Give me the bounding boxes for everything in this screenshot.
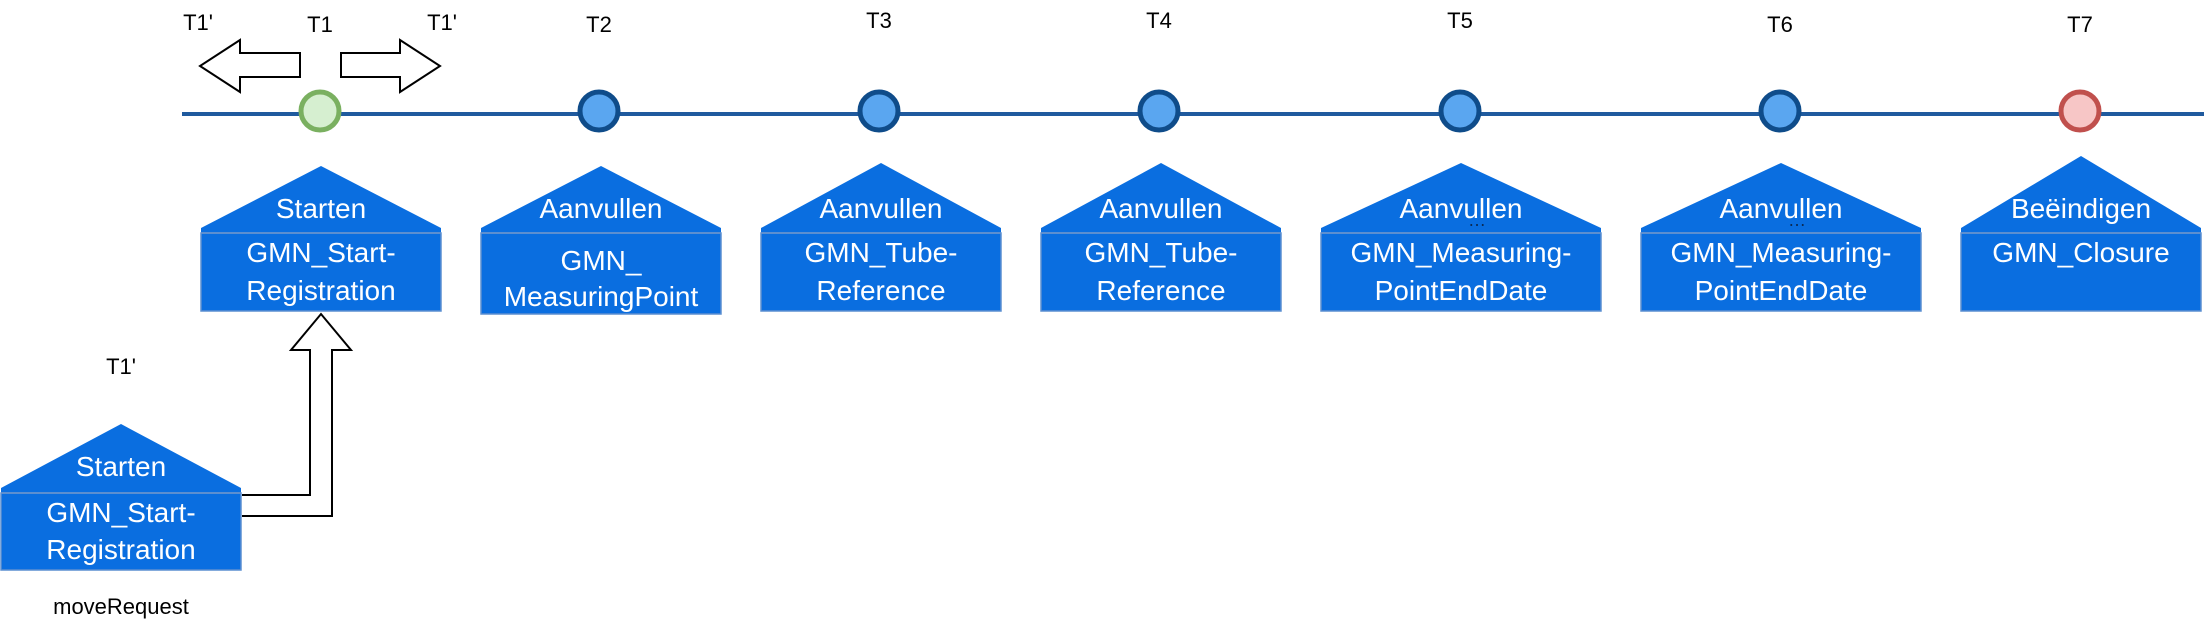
move-request-house-shape	[1, 424, 241, 570]
step-5-house-shape	[1321, 163, 1601, 311]
timeline-node-t7	[2058, 89, 2102, 133]
timeline-node-t6	[1758, 89, 1802, 133]
step-5-house-header: Aanvullen	[1400, 193, 1523, 224]
move-request-house-line-1: GMN_Start-	[46, 497, 195, 528]
step-2-house-header: Aanvullen	[540, 193, 663, 224]
timeline-label-t1: T1	[307, 12, 333, 37]
step-5-house-line-2: PointEndDate	[1375, 275, 1548, 306]
step-4-house-shape	[1041, 163, 1281, 311]
left-arrow-icon	[198, 38, 301, 94]
step-3-house-line-2: Reference	[816, 275, 945, 306]
step-7-house-header: Beëindigen	[2011, 193, 2151, 224]
step-4-house-body-border	[1040, 232, 1282, 312]
move-request-house-line-2: Registration	[46, 534, 195, 565]
step-6-house-shape	[1641, 163, 1921, 311]
step-3-house-body-border	[760, 232, 1002, 312]
step-6-house-ellipsis-icon: …	[1788, 210, 1806, 230]
right-arrow-icon	[340, 38, 442, 94]
step-5-house-line-1: GMN_Measuring-	[1351, 237, 1572, 268]
step-4-house-line-1: GMN_Tube-	[1084, 237, 1237, 268]
step-3-house-header: Aanvullen	[820, 193, 943, 224]
timeline-label-t4: T4	[1146, 8, 1172, 33]
step-7-house-line-1: GMN_Closure	[1992, 237, 2169, 268]
step-7-house-body-border	[1960, 232, 2202, 312]
step-5-house: Aanvullen… GMN_Measuring- PointEndDate	[1320, 163, 1602, 312]
step-5-house-body-border	[1320, 232, 1602, 312]
timeline-label-t3: T3	[866, 8, 892, 33]
timeline-label-t7: T7	[2067, 12, 2093, 37]
t1-prime-right-label: T1'	[427, 10, 457, 35]
timeline-label-t2: T2	[586, 12, 612, 37]
step-2-house-line-1: GMN_	[561, 245, 642, 276]
step-2-house-body-border	[480, 232, 722, 315]
timeline-node-t1	[298, 89, 342, 133]
step-1-house-line-1: GMN_Start-	[246, 237, 395, 268]
step-6-house-line-2: PointEndDate	[1695, 275, 1868, 306]
step-1-house-shape	[201, 166, 441, 311]
step-6-house-body-border	[1640, 232, 1922, 312]
timeline-node-t5	[1438, 89, 1482, 133]
timeline-node-t2	[577, 89, 621, 133]
t1-prime-left-label: T1'	[183, 10, 213, 35]
move-request-house-body-border	[0, 492, 242, 571]
step-6-house-line-1: GMN_Measuring-	[1671, 237, 1892, 268]
timeline-node-t3	[857, 89, 901, 133]
step-6-house: Aanvullen… GMN_Measuring- PointEndDate	[1640, 163, 1922, 312]
step-1-house-body-border	[200, 232, 442, 312]
step-3-house-line-1: GMN_Tube-	[804, 237, 957, 268]
move-up-arrow-icon	[242, 312, 354, 517]
step-3-house-shape	[761, 163, 1001, 311]
timeline-node-t4	[1137, 89, 1181, 133]
step-2-house-line-2: MeasuringPoint	[504, 281, 699, 312]
timeline-label-t6: T6	[1767, 12, 1793, 37]
step-1-house-line-2: Registration	[246, 275, 395, 306]
step-2-house-shape	[481, 166, 721, 314]
step-4-house-header: Aanvullen	[1100, 193, 1223, 224]
move-request-caption: moveRequest	[53, 594, 189, 619]
step-4-house-line-2: Reference	[1096, 275, 1225, 306]
step-6-house-header: Aanvullen	[1720, 193, 1843, 224]
timeline-label-t5: T5	[1447, 8, 1473, 33]
move-request-house-header: Starten	[76, 451, 166, 482]
move-label: T1'	[106, 354, 136, 379]
step-1-house-header: Starten	[276, 193, 366, 224]
step-5-house-ellipsis-icon: …	[1468, 210, 1486, 230]
